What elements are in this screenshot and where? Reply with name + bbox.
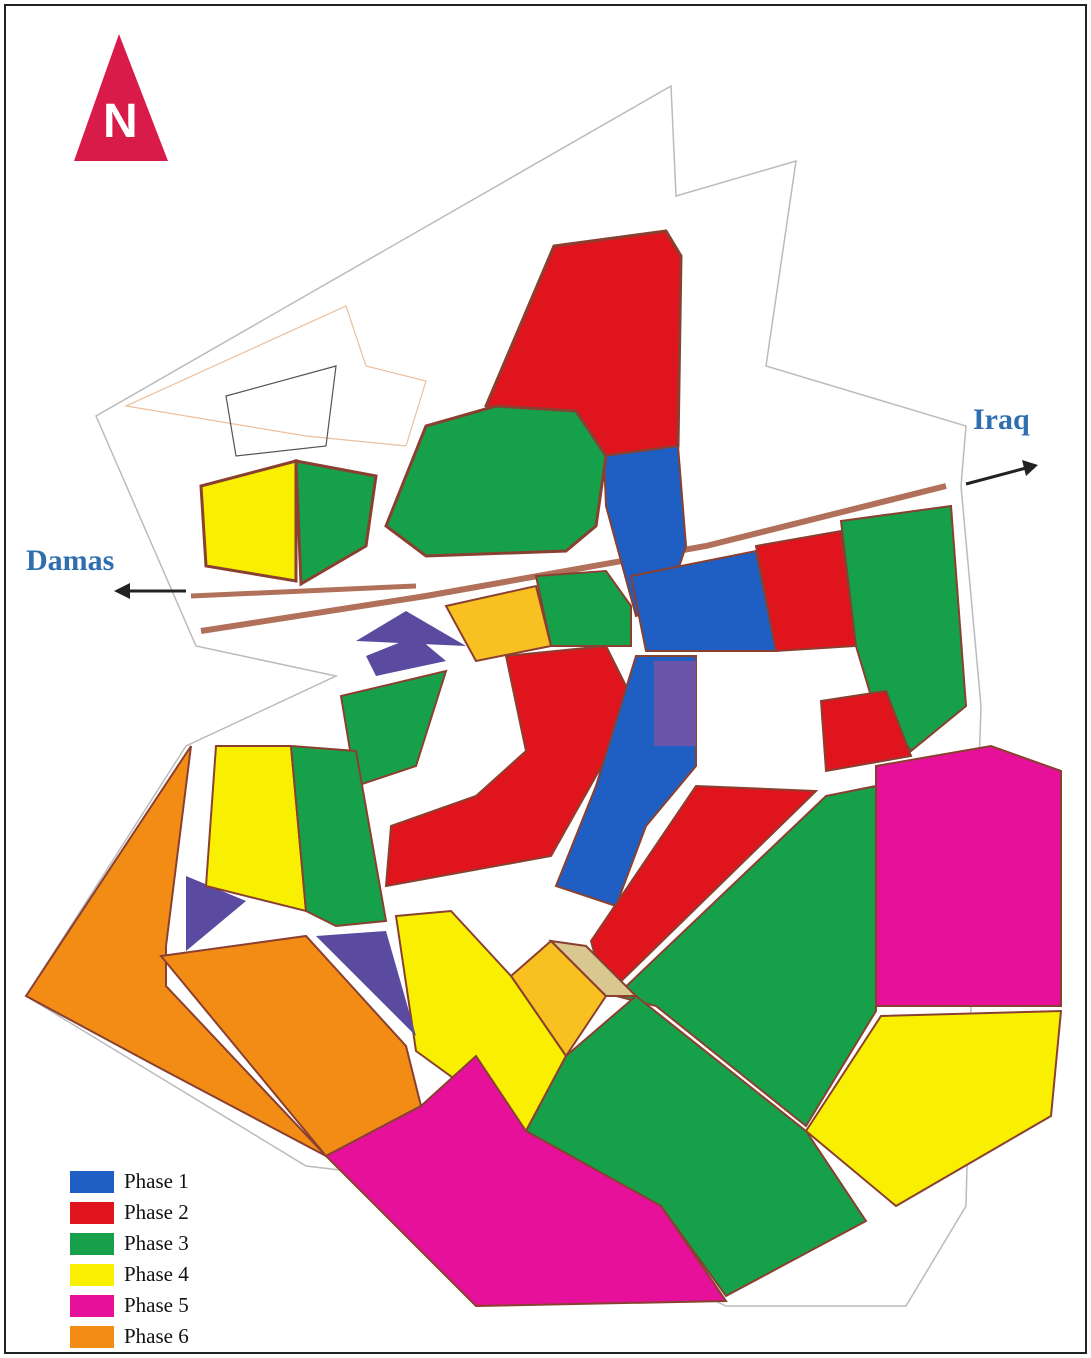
legend-item-phase-5: Phase 5 xyxy=(70,1290,189,1321)
inner-outline xyxy=(123,305,427,447)
legend-label: Phase 2 xyxy=(124,1200,189,1224)
legend: Phase 1 Phase 2 Phase 3 Phase 4 Phase 5 … xyxy=(70,1166,189,1352)
phase6-south xyxy=(159,934,423,1158)
legend-item-phase-4: Phase 4 xyxy=(70,1259,189,1290)
north-letter: N xyxy=(103,95,138,148)
purple-area-5 xyxy=(316,931,416,1036)
phase4-west-block xyxy=(199,459,298,583)
phase2-east-small xyxy=(819,689,913,773)
legend-swatch xyxy=(70,1201,114,1224)
purple-area-3 xyxy=(186,876,246,951)
map-frame: N Damas Iraq Phase 1 Phase 2 Phase 3 Pha… xyxy=(4,4,1087,1354)
legend-item-phase-1: Phase 1 xyxy=(70,1166,189,1197)
legend-label: Phase 4 xyxy=(124,1262,189,1286)
purple-area-1 xyxy=(356,611,466,646)
east-arrow xyxy=(965,460,1038,486)
main-road-west xyxy=(190,583,417,599)
legend-item-phase-3: Phase 3 xyxy=(70,1228,189,1259)
phase4-southeast xyxy=(804,1009,1063,1208)
legend-item-phase-2: Phase 2 xyxy=(70,1197,189,1228)
north-compass-icon xyxy=(74,34,168,161)
legend-swatch xyxy=(70,1170,114,1193)
master-plan-map xyxy=(24,34,1063,1308)
phase3-mid xyxy=(534,569,632,647)
legend-item-phase-6: Phase 6 xyxy=(70,1321,189,1352)
phase3-north xyxy=(384,404,608,558)
phase5-south xyxy=(324,1054,728,1308)
legend-label: Phase 1 xyxy=(124,1169,189,1193)
phase3-west-grid xyxy=(289,744,388,928)
legend-swatch xyxy=(70,1232,114,1255)
site-boundary xyxy=(24,84,982,1307)
phase4-mid xyxy=(444,584,553,663)
main-road xyxy=(200,483,947,634)
legend-label: Phase 6 xyxy=(124,1324,189,1348)
phase5-east xyxy=(875,744,1062,1007)
direction-label-west: Damas xyxy=(26,544,115,577)
phase2-center xyxy=(384,644,638,888)
legend-swatch xyxy=(70,1263,114,1286)
legend-swatch xyxy=(70,1325,114,1348)
phase3-west-block xyxy=(294,459,378,587)
direction-label-east: Iraq xyxy=(973,403,1030,436)
phase1-purple-block xyxy=(654,661,696,746)
phase6-southwest xyxy=(24,745,327,1157)
phase4-west-grid xyxy=(204,745,308,913)
phase3-east xyxy=(839,504,968,753)
legend-label: Phase 5 xyxy=(124,1293,189,1317)
legend-swatch xyxy=(70,1294,114,1317)
inner-outline-2 xyxy=(225,365,337,457)
purple-area-2 xyxy=(366,636,446,676)
legend-label: Phase 3 xyxy=(124,1231,189,1255)
west-arrow xyxy=(114,583,186,599)
